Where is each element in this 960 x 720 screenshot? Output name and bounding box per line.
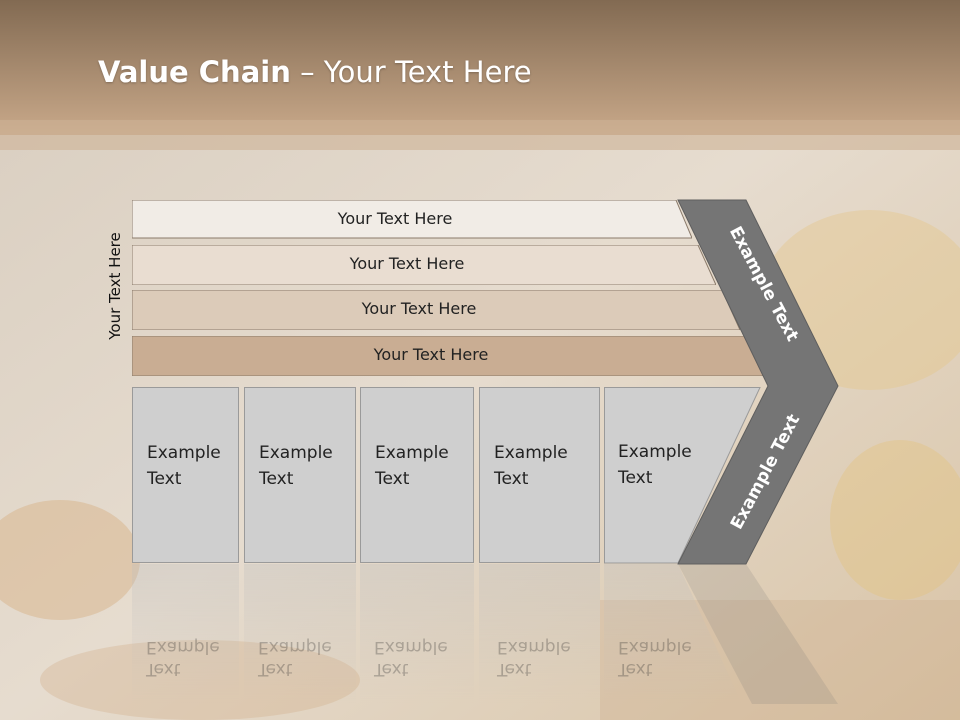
card-5-line2: Text	[618, 468, 653, 488]
card-1-line1: Example	[147, 443, 221, 463]
band-2-shape	[132, 245, 716, 285]
card-3: Example Text	[360, 387, 474, 563]
card-4-line2: Text	[494, 469, 529, 489]
band-4-shape	[132, 336, 764, 376]
card-5-line1: Example	[618, 442, 692, 462]
card-2: Example Text	[244, 387, 356, 563]
band-1-label: Your Text Here	[337, 208, 453, 228]
card-1-line2: Text	[147, 469, 182, 489]
card-1: Example Text	[132, 387, 239, 563]
card-3-line1: Example	[375, 443, 449, 463]
band-4-label: Your Text Here	[373, 344, 489, 364]
band-4: Your Text Here	[132, 336, 764, 376]
card-4: Example Text	[479, 387, 600, 563]
band-2: Your Text Here	[132, 245, 716, 285]
band-3-shape	[132, 290, 740, 330]
band-1-shape	[132, 200, 692, 239]
band-3-label: Your Text Here	[361, 298, 477, 318]
band-2-label: Your Text Here	[349, 253, 465, 273]
side-label: Your Text Here	[106, 232, 124, 340]
chevron-arrow	[677, 199, 839, 565]
reflection-shapes	[132, 564, 838, 704]
card-4-line1: Example	[494, 443, 568, 463]
band-3: Your Text Here	[132, 290, 740, 330]
card-2-line2: Text	[259, 469, 294, 489]
page-title: Value Chain – Your Text Here	[98, 55, 532, 89]
band-1: Your Text Here	[132, 200, 692, 239]
card-3-line2: Text	[375, 469, 410, 489]
card-2-line1: Example	[259, 443, 333, 463]
